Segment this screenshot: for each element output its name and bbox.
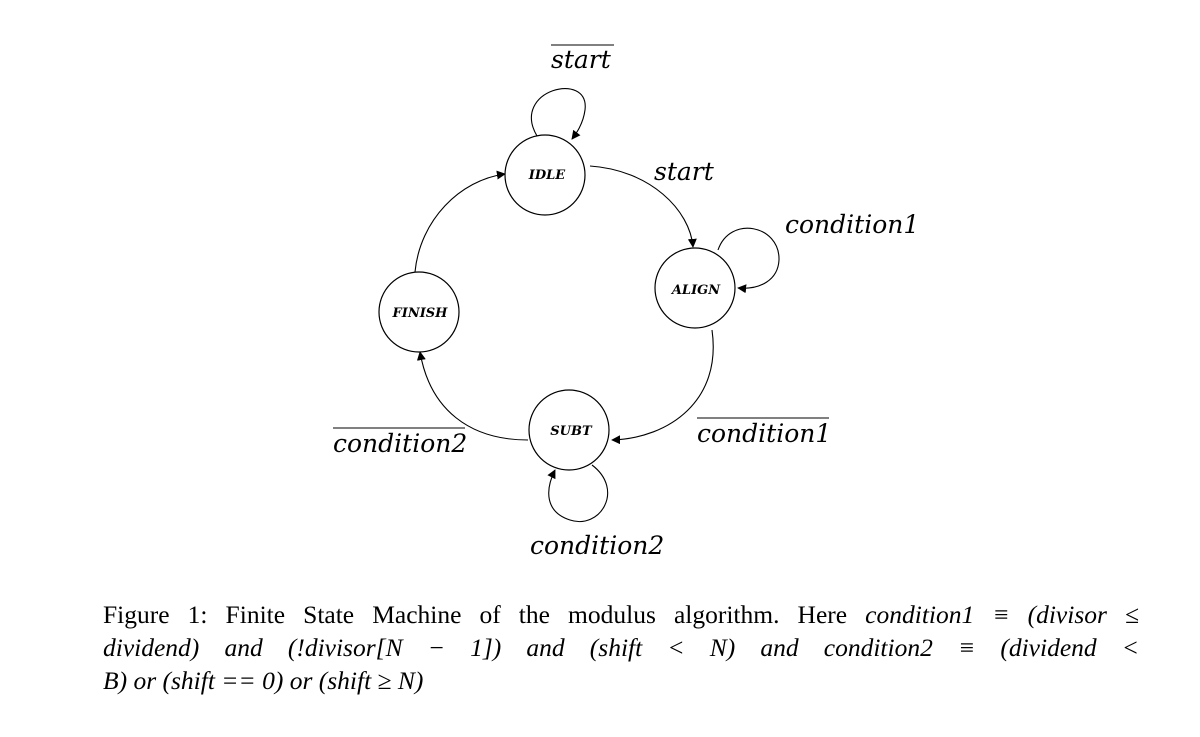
state-idle: IDLE bbox=[504, 134, 586, 216]
state-finish-label: FINISH bbox=[392, 306, 449, 321]
edge-align-to-subt bbox=[611, 329, 714, 445]
edge-subt-self-loop bbox=[547, 464, 609, 523]
edge-subt-to-finish bbox=[416, 351, 529, 441]
edge-finish-to-idle bbox=[414, 170, 506, 273]
state-machine-diagram: IDLE ALIGN SUBT FINISH start start condi… bbox=[333, 44, 919, 560]
state-finish: FINISH bbox=[378, 271, 460, 353]
caption-line-1-math: condition1 ≡ (divisor ≤ bbox=[865, 600, 1139, 629]
label-subt-to-finish: condition2 bbox=[333, 429, 467, 458]
label-align-self: condition1 bbox=[785, 210, 919, 239]
label-idle-self: start bbox=[551, 45, 612, 74]
state-subt: SUBT bbox=[528, 389, 610, 471]
caption-line-1: Figure 1: Finite State Machine of the mo… bbox=[103, 598, 1139, 631]
state-align: ALIGN bbox=[654, 247, 736, 329]
state-idle-label: IDLE bbox=[528, 168, 566, 183]
caption-line-3: B) or (shift == 0) or (shift ≥ N) bbox=[103, 664, 1139, 697]
caption-line-1-text: Figure 1: Finite State Machine of the mo… bbox=[103, 600, 866, 629]
label-idle-to-align: start bbox=[654, 157, 715, 186]
label-subt-self: condition2 bbox=[530, 531, 664, 560]
figure-caption: Figure 1: Finite State Machine of the mo… bbox=[103, 598, 1139, 697]
edge-idle-self-loop bbox=[530, 88, 586, 140]
label-align-to-subt: condition1 bbox=[697, 419, 831, 448]
edge-idle-to-align bbox=[589, 165, 697, 248]
state-align-label: ALIGN bbox=[670, 283, 721, 298]
caption-line-2: dividend) and (!divisor[N − 1]) and (shi… bbox=[103, 631, 1139, 664]
caption-line-3-text: B) or (shift == 0) or (shift ≥ N) bbox=[103, 666, 424, 695]
caption-line-2-text: dividend) and (!divisor[N − 1]) and (shi… bbox=[103, 633, 1139, 662]
state-subt-label: SUBT bbox=[550, 424, 593, 439]
edge-align-self-loop bbox=[717, 227, 780, 294]
